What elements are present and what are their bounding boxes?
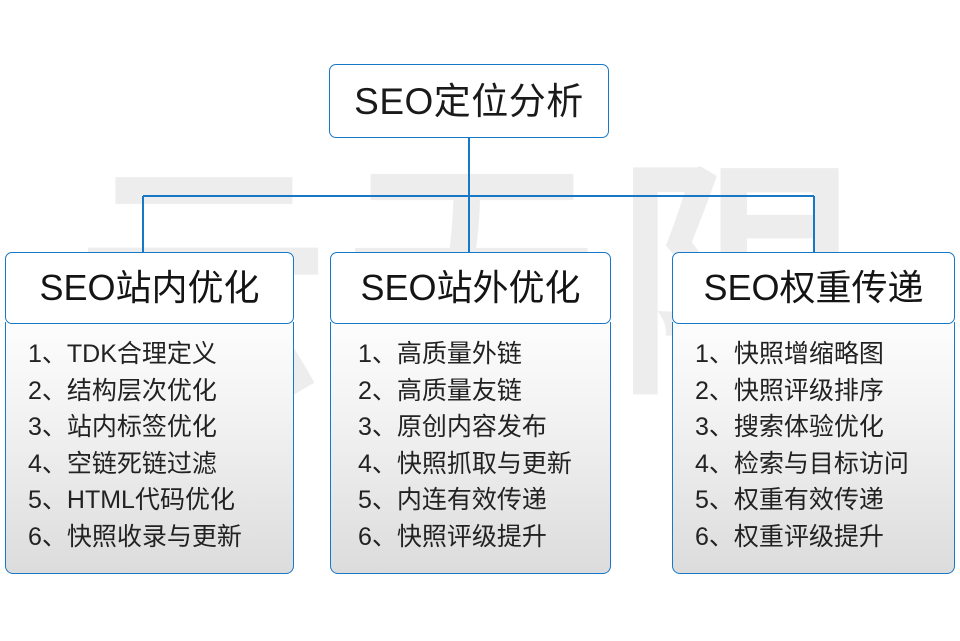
branch-column-seo-onsite: SEO站内优化 1、TDK合理定义 2、结构层次优化 3、站内标签优化 4、空链… bbox=[5, 252, 294, 575]
list-item[interactable]: 6、快照评级提升 bbox=[358, 519, 610, 556]
list-item-label: 高质量友链 bbox=[396, 376, 522, 405]
list-item-label: 原创内容发布 bbox=[396, 413, 547, 442]
list-item[interactable]: 6、权重评级提升 bbox=[695, 519, 954, 556]
branch-column-seo-offsite: SEO站外优化 1、高质量外链 2、高质量友链 3、原创内容发布 4、快照抓取与… bbox=[330, 252, 611, 575]
list-item-label: TDK合理定义 bbox=[66, 340, 217, 369]
list-item[interactable]: 4、空链死链过滤 bbox=[28, 446, 293, 483]
branch-title: SEO站外优化 bbox=[360, 267, 581, 308]
list-item-index: 6、 bbox=[28, 522, 67, 551]
branch-title: SEO权重传递 bbox=[703, 267, 924, 308]
list-item-label: 快照收录与更新 bbox=[66, 522, 242, 551]
list-item-index: 6、 bbox=[695, 522, 734, 551]
list-item-label: 快照评级提升 bbox=[396, 522, 547, 551]
branch-header-seo-onsite[interactable]: SEO站内优化 bbox=[5, 252, 294, 324]
list-item[interactable]: 1、高质量外链 bbox=[358, 336, 610, 373]
list-item-index: 5、 bbox=[358, 486, 397, 515]
list-item-label: 快照抓取与更新 bbox=[396, 449, 572, 478]
list-item-index: 3、 bbox=[28, 413, 67, 442]
list-item[interactable]: 5、权重有效传递 bbox=[695, 482, 954, 519]
branch-body-seo-weight: 1、快照增缩略图 2、快照评级排序 3、搜索体验优化 4、检索与目标访问 5、权… bbox=[672, 322, 955, 575]
list-item-index: 2、 bbox=[695, 376, 734, 405]
list-item[interactable]: 3、搜索体验优化 bbox=[695, 409, 954, 446]
list-item-label: 内连有效传递 bbox=[396, 486, 547, 515]
list-item-label: 高质量外链 bbox=[396, 340, 522, 369]
branch-item-list: 1、TDK合理定义 2、结构层次优化 3、站内标签优化 4、空链死链过滤 5、H… bbox=[6, 336, 293, 555]
list-item[interactable]: 6、快照收录与更新 bbox=[28, 519, 293, 556]
list-item[interactable]: 5、HTML代码优化 bbox=[28, 482, 293, 519]
list-item[interactable]: 4、检索与目标访问 bbox=[695, 446, 954, 483]
list-item[interactable]: 1、TDK合理定义 bbox=[28, 336, 293, 373]
list-item[interactable]: 2、高质量友链 bbox=[358, 373, 610, 410]
branch-body-seo-offsite: 1、高质量外链 2、高质量友链 3、原创内容发布 4、快照抓取与更新 5、内连有… bbox=[330, 322, 611, 575]
list-item-index: 4、 bbox=[695, 449, 734, 478]
list-item[interactable]: 4、快照抓取与更新 bbox=[358, 446, 610, 483]
list-item-index: 3、 bbox=[695, 413, 734, 442]
list-item-label: 权重评级提升 bbox=[733, 522, 884, 551]
list-item[interactable]: 2、结构层次优化 bbox=[28, 373, 293, 410]
branch-header-seo-offsite[interactable]: SEO站外优化 bbox=[330, 252, 611, 324]
list-item[interactable]: 3、站内标签优化 bbox=[28, 409, 293, 446]
list-item-index: 1、 bbox=[695, 340, 734, 369]
list-item-index: 2、 bbox=[358, 376, 397, 405]
list-item-label: 结构层次优化 bbox=[66, 376, 217, 405]
list-item-label: 权重有效传递 bbox=[733, 486, 884, 515]
list-item-label: 检索与目标访问 bbox=[733, 449, 909, 478]
list-item[interactable]: 1、快照增缩略图 bbox=[695, 336, 954, 373]
list-item-index: 4、 bbox=[28, 449, 67, 478]
list-item-index: 1、 bbox=[358, 340, 397, 369]
list-item-label: HTML代码优化 bbox=[66, 486, 235, 515]
branch-body-seo-onsite: 1、TDK合理定义 2、结构层次优化 3、站内标签优化 4、空链死链过滤 5、H… bbox=[5, 322, 294, 575]
list-item-label: 搜索体验优化 bbox=[733, 413, 884, 442]
branch-title: SEO站内优化 bbox=[39, 267, 260, 308]
list-item-label: 快照增缩略图 bbox=[733, 340, 884, 369]
list-item-label: 空链死链过滤 bbox=[66, 449, 217, 478]
branch-column-seo-weight: SEO权重传递 1、快照增缩略图 2、快照评级排序 3、搜索体验优化 4、检索与… bbox=[672, 252, 955, 575]
branch-item-list: 1、高质量外链 2、高质量友链 3、原创内容发布 4、快照抓取与更新 5、内连有… bbox=[331, 336, 610, 555]
list-item[interactable]: 2、快照评级排序 bbox=[695, 373, 954, 410]
list-item-index: 4、 bbox=[358, 449, 397, 478]
list-item-index: 5、 bbox=[695, 486, 734, 515]
branch-header-seo-weight[interactable]: SEO权重传递 bbox=[672, 252, 955, 324]
root-node[interactable]: SEO定位分析 bbox=[329, 64, 609, 138]
list-item-index: 6、 bbox=[358, 522, 397, 551]
list-item[interactable]: 5、内连有效传递 bbox=[358, 482, 610, 519]
list-item-index: 1、 bbox=[28, 340, 67, 369]
branch-item-list: 1、快照增缩略图 2、快照评级排序 3、搜索体验优化 4、检索与目标访问 5、权… bbox=[673, 336, 954, 555]
list-item-index: 3、 bbox=[358, 413, 397, 442]
list-item-label: 站内标签优化 bbox=[66, 413, 217, 442]
list-item-label: 快照评级排序 bbox=[733, 376, 884, 405]
root-node-label: SEO定位分析 bbox=[354, 80, 584, 122]
list-item-index: 5、 bbox=[28, 486, 67, 515]
list-item-index: 2、 bbox=[28, 376, 67, 405]
list-item[interactable]: 3、原创内容发布 bbox=[358, 409, 610, 446]
